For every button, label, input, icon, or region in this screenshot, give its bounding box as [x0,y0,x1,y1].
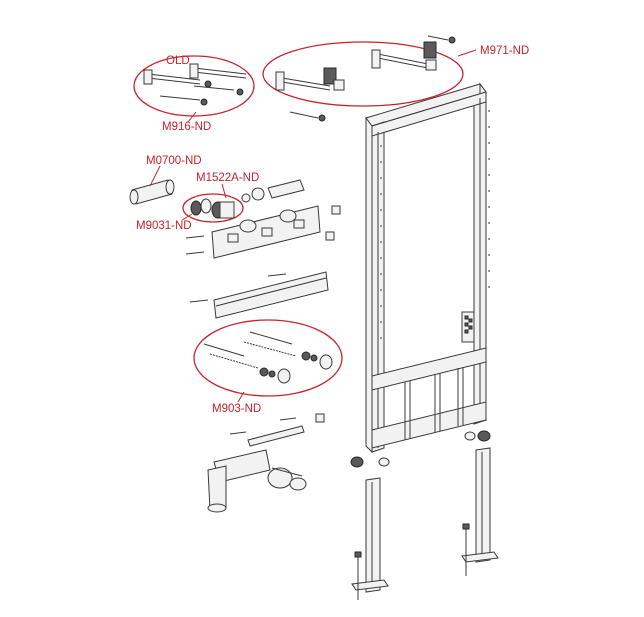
bolt-set-old [143,63,247,106]
callout-ellipse-m903 [193,319,343,397]
part-m903-rods [203,331,333,384]
part-m0700-pipe [129,179,175,205]
left-leg [351,477,389,600]
main-frame [365,82,490,454]
drain-elbow [207,449,307,513]
label-old: OLD [166,55,190,67]
callout-ellipse-m971 [262,41,464,107]
right-leg [461,447,499,576]
cross-bar [189,271,329,319]
callout-ellipse-old [133,55,255,117]
part-m9031-fittings [190,198,235,219]
label-m971: M971-ND [480,45,529,57]
bolt-set-m971 [275,35,456,122]
callout-ellipse-m9031 [182,193,244,223]
label-m903: M903-ND [212,403,261,415]
leg-adjusters [350,430,491,468]
label-m0700: M0700-ND [146,155,202,167]
label-m916: M916-ND [162,121,211,133]
label-m9031: M9031-ND [136,220,192,232]
lower-bracket [229,413,325,447]
mounting-plate [185,179,341,259]
label-m1522a: M1522A-ND [196,172,259,184]
